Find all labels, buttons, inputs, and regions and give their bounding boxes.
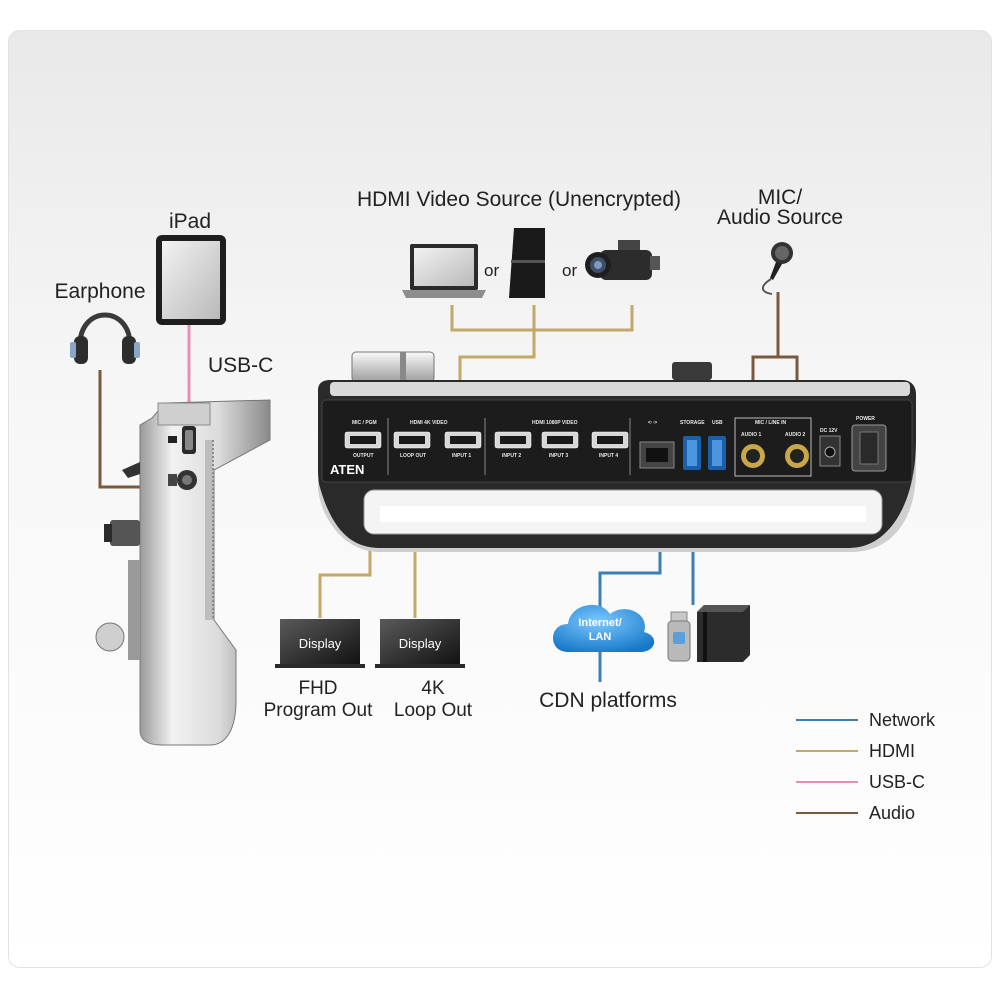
legend-label: HDMI — [869, 741, 915, 761]
panel-label-lan: <··> — [648, 420, 657, 426]
panel-label-input4: INPUT 4 — [599, 453, 618, 459]
lan-label: LAN — [589, 631, 612, 643]
earphone-label: Earphone — [54, 280, 145, 303]
panel-label-usb: USB — [712, 420, 723, 426]
panel-label-loop-out: LOOP OUT — [400, 453, 426, 459]
internet-cloud-icon: Internet/ LAN — [553, 604, 655, 652]
microphone-icon — [761, 242, 793, 295]
legend-item: USB-C — [796, 772, 925, 792]
external-drive-icon — [697, 605, 750, 662]
panel-label-hdmi-4k: HDMI 4K VIDEO — [410, 420, 448, 426]
display-fhd-icon: Display — [275, 619, 365, 668]
usbc-label: USB-C — [208, 354, 273, 377]
aten-logo: ATEN — [330, 462, 364, 477]
internet-label: Internet/ — [578, 617, 621, 629]
panel-label-hdmi-1080p: HDMI 1080P VIDEO — [532, 420, 578, 426]
display-label-1: Display — [299, 636, 342, 651]
ipad-icon — [156, 235, 226, 325]
legend-item: Network — [796, 710, 936, 730]
legend-item: Audio — [796, 803, 915, 823]
switcher-rear-panel: ATEN MIC / PGM OUTPUT HDMI 4K VIDEO LOOP… — [318, 351, 916, 552]
panel-label-output: OUTPUT — [353, 453, 374, 459]
or-label-1: or — [484, 261, 499, 280]
loop-label-line2: Loop Out — [394, 700, 473, 721]
panel-label-dc: DC 12V — [820, 428, 838, 434]
legend-label: Audio — [869, 803, 915, 823]
panel-label-audio2: AUDIO 2 — [785, 432, 806, 438]
panel-label-mic-pgm: MIC / PGM — [352, 420, 377, 426]
panel-label-mic-line-in: MIC / LINE IN — [755, 420, 787, 426]
cdn-platforms-label: CDN platforms — [539, 689, 677, 712]
panel-label-input2: INPUT 2 — [502, 453, 521, 459]
earphone-icon — [70, 312, 140, 364]
game-console-icon — [509, 228, 545, 298]
legend-label: Network — [869, 710, 936, 730]
hdmi-source-title: HDMI Video Source (Unencrypted) — [357, 188, 681, 211]
or-label-2: or — [562, 261, 577, 280]
ipad-label: iPad — [169, 210, 211, 233]
loop-label-line1: 4K — [421, 678, 445, 699]
fhd-label-line2: Program Out — [264, 700, 373, 721]
display-label-2: Display — [399, 636, 442, 651]
panel-label-power: POWER — [856, 416, 875, 422]
switcher-side-view — [95, 399, 271, 746]
fhd-label-line1: FHD — [298, 678, 337, 699]
mic-source-title-line1: MIC/ — [758, 186, 802, 209]
laptop-icon — [402, 244, 486, 298]
legend-label: USB-C — [869, 772, 925, 792]
panel-label-storage: STORAGE — [680, 420, 705, 426]
panel-label-audio1: AUDIO 1 — [741, 432, 762, 438]
panel-label-input3: INPUT 3 — [549, 453, 568, 459]
mic-source-title-line2: Audio Source — [717, 206, 843, 229]
display-4k-icon: Display — [375, 619, 465, 668]
usb-drive-icon — [667, 611, 691, 662]
legend-item: HDMI — [796, 741, 915, 761]
panel-label-input1: INPUT 1 — [452, 453, 471, 459]
camcorder-icon — [585, 240, 660, 280]
